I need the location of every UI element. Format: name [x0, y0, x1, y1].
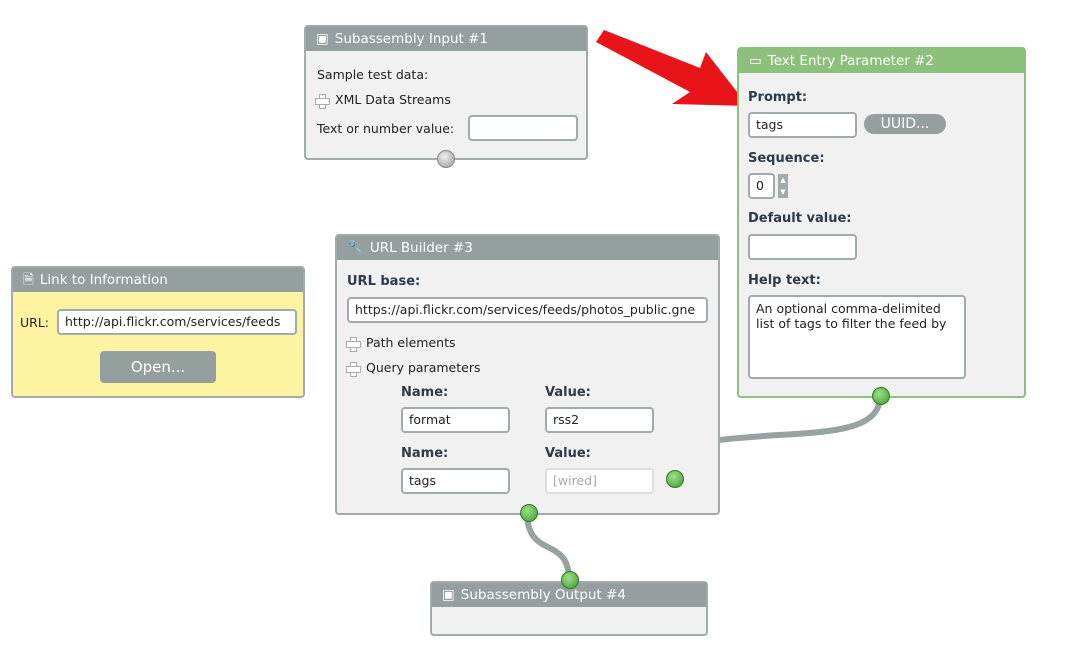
param-value-input[interactable]: rss2 — [545, 407, 654, 433]
input-port[interactable] — [561, 571, 579, 589]
url-base-input[interactable]: https://api.flickr.com/services/feeds/ph… — [347, 297, 708, 323]
text-field-icon: ▭ — [749, 53, 762, 69]
text-entry-parameter-node[interactable]: ▭ Text Entry Parameter #2 Prompt: tags UU… — [737, 47, 1026, 405]
link-to-information-node[interactable]: 🗎 Link to Information URL: http://api.fli… — [11, 266, 305, 398]
sequence-stepper[interactable]: ▲▼ — [778, 174, 788, 198]
output-port[interactable] — [872, 387, 890, 405]
query-label: Query parameters — [366, 360, 481, 375]
wire-param-to-url — [718, 395, 883, 443]
url-input[interactable]: http://api.flickr.com/services/feeds — [57, 309, 297, 335]
param-name-input[interactable]: tags — [401, 468, 510, 494]
default-value-input[interactable] — [748, 234, 857, 260]
node-title: Subassembly Input #1 — [334, 31, 489, 47]
param-name-input[interactable]: format — [401, 407, 510, 433]
wire-url-to-output — [524, 511, 572, 581]
node-title: Link to Information — [39, 272, 168, 288]
default-label: Default value: — [748, 211, 852, 226]
output-port[interactable] — [437, 150, 455, 168]
param-value-label: Value: — [545, 446, 591, 461]
value-input[interactable] — [468, 115, 578, 141]
help-label: Help text: — [748, 273, 821, 288]
query-parameters-item[interactable]: Query parameters — [346, 360, 481, 377]
red-arrow-icon — [596, 30, 748, 106]
input-port[interactable] — [666, 470, 684, 488]
xml-streams-item[interactable]: XML Data Streams — [315, 92, 451, 109]
uuid-button[interactable]: UUID... — [864, 114, 946, 134]
plus-icon[interactable] — [346, 336, 361, 352]
param-value-input-wired: [wired] — [545, 468, 654, 494]
prompt-input[interactable]: tags — [748, 112, 857, 138]
subassembly-input-node[interactable]: ▣Subassembly Input #1 Sample test data: … — [304, 25, 588, 168]
sample-label: Sample test data: — [317, 67, 429, 82]
node-title: Text Entry Parameter #2 — [767, 53, 934, 69]
sequence-input[interactable]: 0 — [748, 173, 775, 199]
node-title: URL Builder #3 — [369, 240, 473, 256]
param-value-label: Value: — [545, 385, 591, 400]
url-label: URL: — [20, 315, 50, 330]
xml-label: XML Data Streams — [335, 92, 451, 107]
node-title: Subassembly Output #4 — [460, 587, 626, 603]
url-builder-node[interactable]: 🔧 URL Builder #3 URL base: https://api.fl… — [335, 234, 720, 522]
open-button[interactable]: Open... — [100, 351, 216, 383]
param-name-label: Name: — [401, 446, 449, 461]
robot-icon: ▣ — [316, 31, 329, 47]
document-icon: 🗎 — [23, 272, 34, 288]
plus-icon[interactable] — [346, 361, 361, 377]
plus-icon[interactable] — [315, 93, 330, 109]
robot-icon: ▣ — [442, 587, 455, 603]
sequence-label: Sequence: — [748, 151, 825, 166]
path-label: Path elements — [366, 335, 456, 350]
subassembly-output-node[interactable]: ▣ Subassembly Output #4 — [430, 571, 708, 636]
output-port[interactable] — [520, 504, 538, 522]
wrench-icon: 🔧 — [347, 240, 364, 256]
url-base-label: URL base: — [347, 274, 421, 289]
help-text-area[interactable]: An optional comma-delimited list of tags… — [748, 295, 966, 379]
prompt-label: Prompt: — [748, 90, 808, 105]
param-name-label: Name: — [401, 385, 449, 400]
path-elements-item[interactable]: Path elements — [346, 335, 456, 352]
value-label: Text or number value: — [317, 121, 455, 136]
